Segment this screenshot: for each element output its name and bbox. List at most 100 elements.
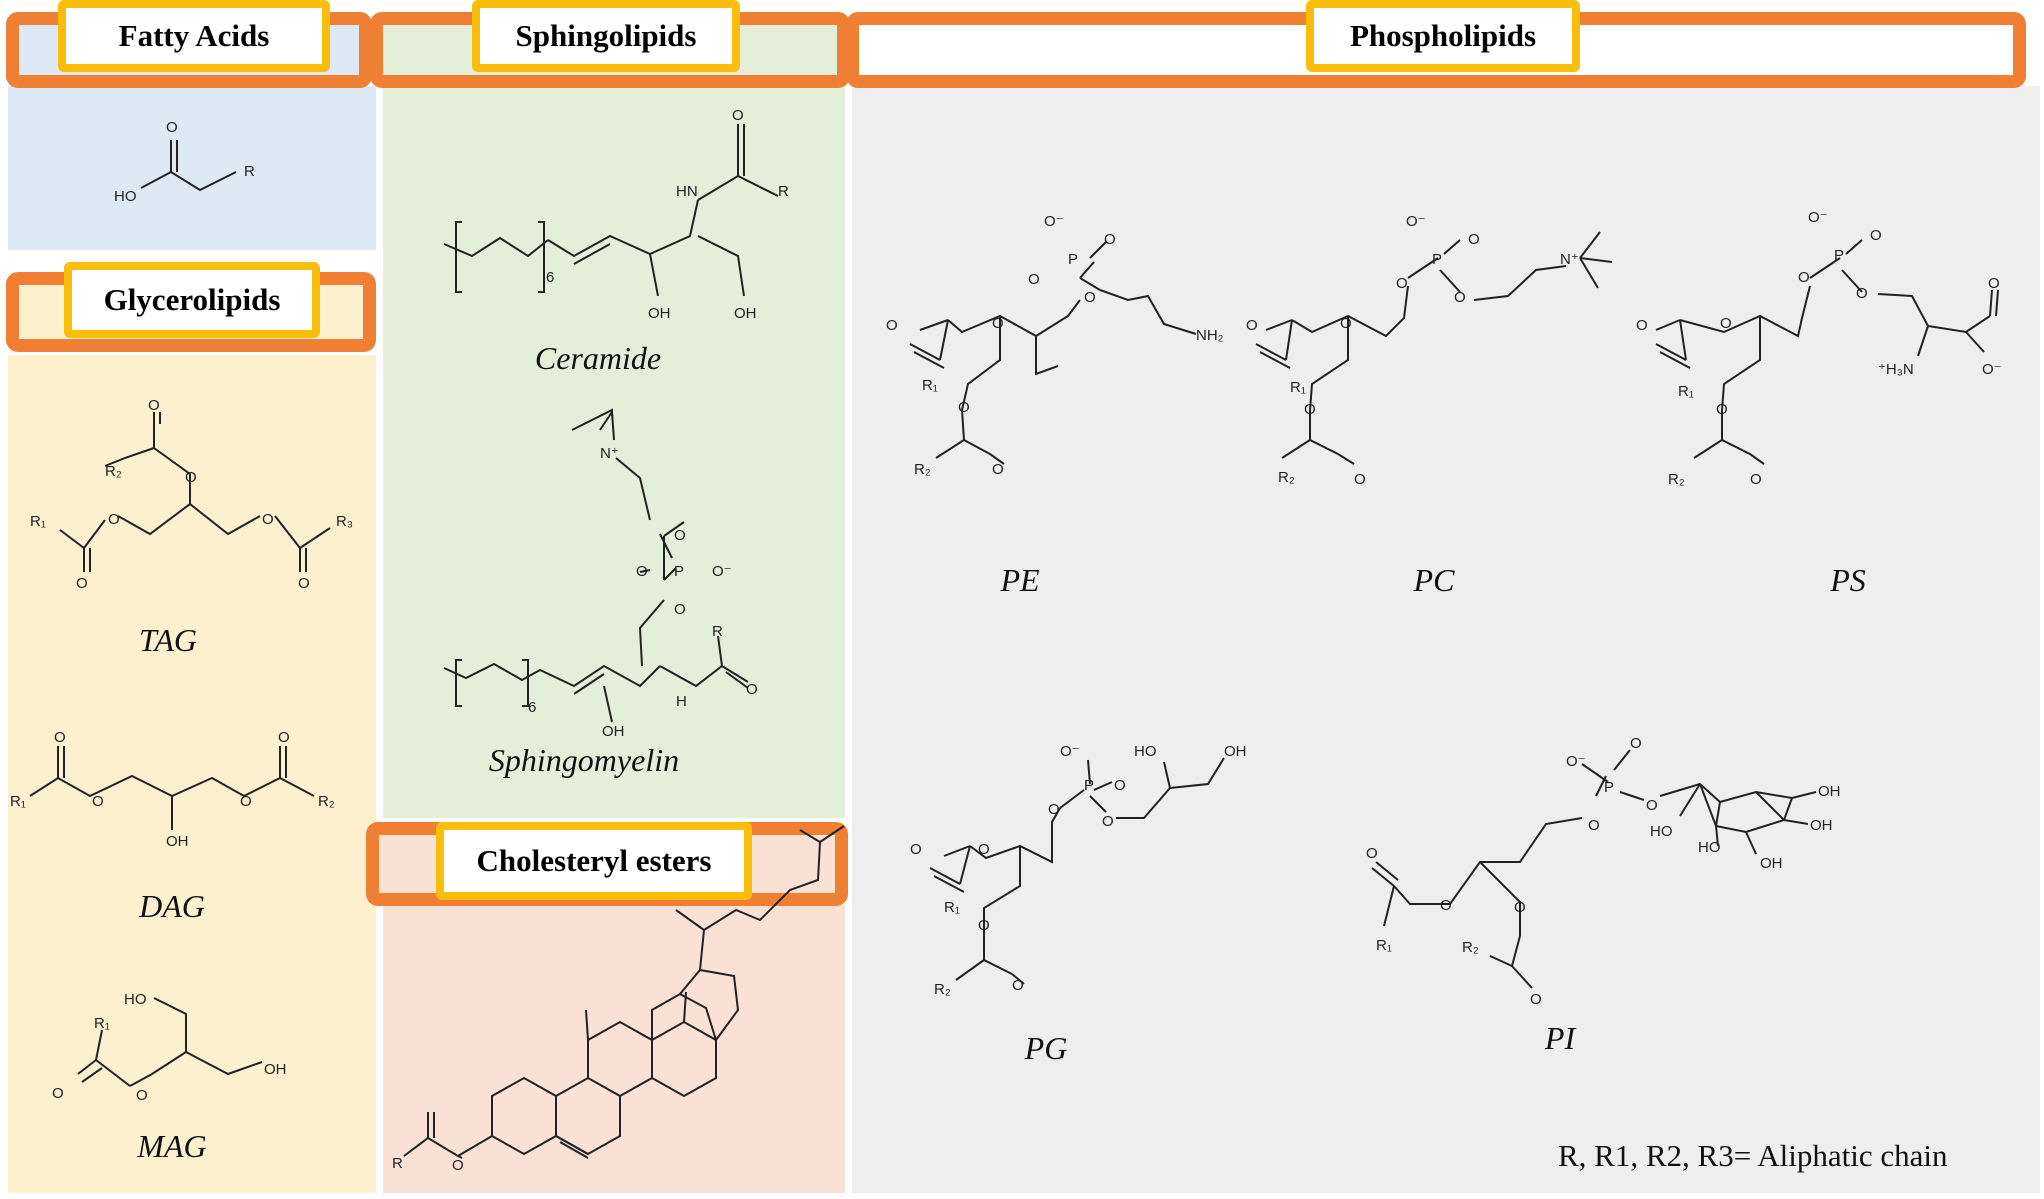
atom-label: O (992, 461, 1004, 478)
atom-label: O⁻ (712, 563, 732, 580)
pg-structure: O O R₁ O R₂ O O⁻ P O O O HO OH (910, 743, 1247, 998)
atom-label: HN (676, 183, 698, 200)
atom-label: O (674, 527, 686, 544)
atom-label: OH (166, 833, 189, 850)
atom-label: O (1870, 227, 1882, 244)
atom-label: O (910, 841, 922, 858)
atom-label: P (1834, 247, 1844, 264)
atom-label: O⁻ (1566, 753, 1586, 770)
atom-label: HO (1134, 743, 1157, 760)
atom-label: 6 (546, 269, 554, 286)
atom-label: R₁ (944, 899, 960, 916)
atom-label: O (636, 563, 648, 580)
atom-label: ⁺H₃N (1878, 361, 1914, 378)
fatty-acids-label: Fatty Acids (58, 0, 330, 72)
pe-caption: PE (1000, 562, 1040, 598)
atom-label: O (76, 575, 88, 592)
atom-label: O (108, 511, 120, 528)
atom-label: R₃ (336, 513, 353, 530)
sphingolipids-panel (383, 86, 845, 818)
tag-caption: TAG (138, 622, 198, 658)
pg-caption: PG (1024, 1030, 1068, 1066)
atom-label: R₂ (934, 981, 951, 998)
atom-label: OH (1810, 817, 1833, 834)
atom-label: OH (1760, 855, 1783, 872)
atom-label: O (298, 575, 310, 592)
mag-caption: MAG (137, 1128, 207, 1164)
atom-label: R₁ (30, 513, 46, 530)
atom-label: R₁ (94, 1015, 110, 1032)
dag-caption: DAG (139, 888, 205, 924)
atom-label: O⁻ (1808, 209, 1828, 226)
fatty-acid-structure: O HO R (114, 119, 255, 205)
atom-label: R₂ (1462, 939, 1479, 956)
atom-label: R₂ (318, 793, 335, 810)
pi-structure: O O R₁ O R₂ O O⁻ P O O O OH OH HO HO OH (1366, 735, 1841, 1008)
atom-label: R₁ (1290, 379, 1306, 396)
atom-label: R₁ (922, 377, 938, 394)
atom-label: O (886, 317, 898, 334)
atom-label: HO (1698, 839, 1721, 856)
atom-label: O (1798, 269, 1810, 286)
atom-label: O⁻ (1044, 213, 1064, 230)
atom-label: O (1988, 275, 2000, 292)
sphingomyelin-structure: N⁺ O O P O⁻ O 6 H OH R O (443, 408, 758, 740)
atom-label: O (1102, 813, 1114, 830)
atom-label: P (1068, 251, 1078, 268)
atom-label: O (1340, 315, 1352, 332)
atom-label: R₂ (1668, 471, 1685, 488)
ps-structure: O O R₁ O R₂ O O⁻ P O O O O ⁺H₃N O⁻ (1636, 209, 2002, 488)
atom-label: O (1646, 797, 1658, 814)
atom-label: OH (602, 723, 625, 740)
pc-caption: PC (1413, 562, 1455, 598)
pe-structure: O O R₁ O R₂ O O⁻ P O O O NH₂ (886, 213, 1224, 478)
atom-label: R₂ (105, 463, 122, 480)
atom-label: OH (1224, 743, 1247, 760)
atom-label: P (1084, 777, 1094, 794)
atom-label: O (1630, 735, 1642, 752)
cholesteryl-esters-panel (383, 905, 845, 1193)
atom-label: O (136, 1087, 148, 1104)
glycerolipids-label: Glycerolipids (64, 262, 320, 338)
atom-label: O (1750, 471, 1762, 488)
glycerolipids-panel (8, 355, 376, 1193)
atom-label: OH (1818, 783, 1841, 800)
atom-label: O (1114, 777, 1126, 794)
atom-label: HO (124, 991, 147, 1008)
atom-label: O (262, 511, 274, 528)
atom-label: N⁺ (600, 445, 619, 462)
atom-label: O (1454, 289, 1466, 306)
atom-label: O (978, 917, 990, 934)
atom-label: H (676, 693, 687, 710)
atom-label: O (1028, 271, 1040, 288)
atom-label: NH₂ (1196, 327, 1224, 344)
cholesteryl-ester-structure: R O (392, 825, 845, 1174)
atom-label: O (185, 469, 197, 486)
dag-structure: O O R₁ O O R₂ OH (10, 729, 335, 850)
atom-label: 6 (528, 699, 536, 716)
atom-label: O (746, 681, 758, 698)
atom-label: R (244, 163, 255, 180)
atom-label: O (1104, 231, 1116, 248)
atom-label: O (1396, 275, 1408, 292)
atom-label: N⁺ (1560, 251, 1579, 268)
pc-structure: O O R₁ O R₂ O O⁻ P O O O N⁺ (1246, 213, 1613, 488)
ps-caption: PS (1830, 562, 1866, 598)
tag-structure: O R₂ O R₁ O O R₃ O O (30, 397, 353, 592)
atom-label: R₁ (1678, 383, 1694, 400)
atom-label: R (778, 183, 789, 200)
aliphatic-chain-footnote: R, R1, R2, R3= Aliphatic chain (1558, 1138, 1948, 1173)
atom-label: O⁻ (1060, 743, 1080, 760)
atom-label: O (978, 841, 990, 858)
atom-label: O (1354, 471, 1366, 488)
atom-label: O⁻ (1406, 213, 1426, 230)
atom-label: O (278, 729, 290, 746)
atom-label: R₂ (1278, 469, 1295, 486)
atom-label: O (1084, 289, 1096, 306)
atom-label: O (1716, 401, 1728, 418)
atom-label: R₁ (10, 793, 26, 810)
atom-label: R₂ (914, 461, 931, 478)
atom-label: O (148, 397, 160, 414)
atom-label: R₁ (1376, 937, 1392, 954)
